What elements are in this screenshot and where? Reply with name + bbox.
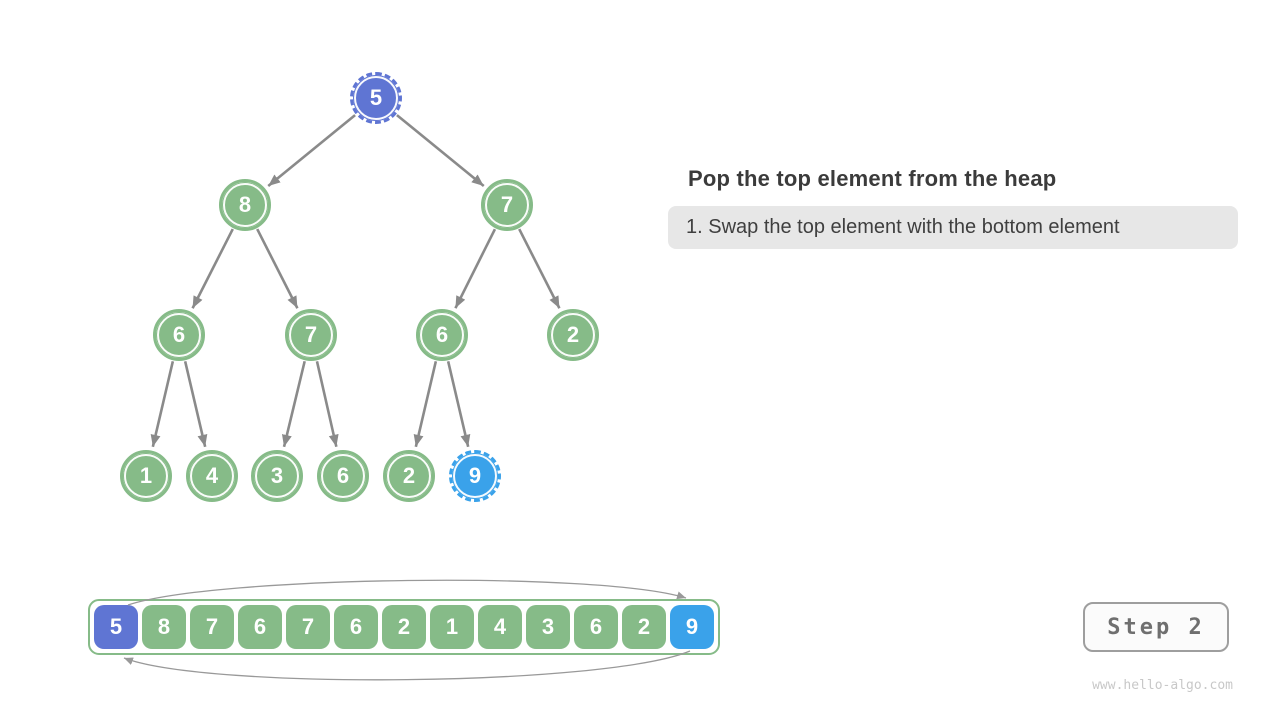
tree-edge <box>183 360 208 448</box>
array-cell: 3 <box>526 605 570 649</box>
instruction-box: 1. Swap the top element with the bottom … <box>668 206 1238 249</box>
tree-node-value: 7 <box>500 192 514 217</box>
array-cell: 2 <box>622 605 666 649</box>
tree-edge <box>396 114 485 188</box>
tree-node: 1 <box>120 450 172 502</box>
tree-node-value: 9 <box>468 463 482 488</box>
tree-edge <box>281 360 306 448</box>
tree-node-value: 7 <box>304 322 318 347</box>
tree-node: 2 <box>383 450 435 502</box>
tree-edge <box>454 228 497 309</box>
instruction-text: 1. Swap the top element with the bottom … <box>686 216 1120 238</box>
array-cell: 4 <box>478 605 522 649</box>
array-cell: 6 <box>334 605 378 649</box>
tree-node-value: 6 <box>336 463 350 488</box>
tree-edge <box>315 361 339 448</box>
tree-edge <box>150 360 175 448</box>
tree-node-value: 3 <box>270 463 284 488</box>
tree-node-value: 6 <box>172 322 186 347</box>
tree-node-value: 6 <box>435 322 449 347</box>
tree-node: 7 <box>285 309 337 361</box>
tree-node-value: 2 <box>402 463 416 488</box>
tree-edge <box>446 360 471 448</box>
array-cell: 5 <box>94 605 138 649</box>
array-cell: 6 <box>238 605 282 649</box>
tree-node: 6 <box>153 309 205 361</box>
tree-node: 8 <box>219 179 271 231</box>
watermark: www.hello-algo.com <box>1092 678 1233 693</box>
tree-node-value: 5 <box>369 85 383 110</box>
tree-node-value: 2 <box>566 322 580 347</box>
tree-node-value: 1 <box>139 463 153 488</box>
tree-node: 4 <box>186 450 238 502</box>
tree-edge <box>256 228 299 309</box>
tree-node: 9 <box>449 450 501 502</box>
array-cell: 6 <box>574 605 618 649</box>
array-cell: 1 <box>430 605 474 649</box>
tree-node: 6 <box>416 309 468 361</box>
tree-node: 7 <box>481 179 533 231</box>
tree-node-value: 8 <box>238 192 252 217</box>
tree-node: 3 <box>251 450 303 502</box>
array-cell: 8 <box>142 605 186 649</box>
tree-node-value: 4 <box>205 463 219 488</box>
tree-node: 5 <box>350 72 402 124</box>
tree-edge <box>518 228 561 309</box>
tree-edge <box>191 228 234 309</box>
tree-node: 2 <box>547 309 599 361</box>
page-title: Pop the top element from the heap <box>688 166 1057 191</box>
step-label: Step 2 <box>1107 614 1205 640</box>
array-cell: 7 <box>286 605 330 649</box>
step-badge: Step 2 <box>1083 602 1229 652</box>
tree-edge <box>413 360 438 448</box>
tree-node: 6 <box>317 450 369 502</box>
swap-arrow-bottom <box>123 650 691 681</box>
array-cell: 7 <box>190 605 234 649</box>
tree-edge <box>267 114 356 188</box>
array-cell: 9 <box>670 605 714 649</box>
array-cell: 2 <box>382 605 426 649</box>
